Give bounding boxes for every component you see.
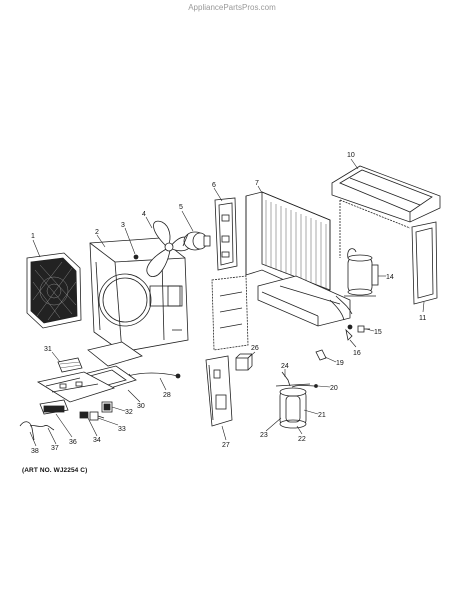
callout-38: 38 bbox=[31, 448, 39, 455]
callout-26: 26 bbox=[251, 345, 259, 352]
callout-4: 4 bbox=[142, 211, 146, 218]
watermark-text: AppliancePartsPros.com bbox=[188, 3, 276, 12]
callout-33: 33 bbox=[118, 426, 126, 433]
callout-10: 10 bbox=[347, 152, 355, 159]
callout-28: 28 bbox=[163, 392, 171, 399]
callout-6: 6 bbox=[212, 182, 216, 189]
part-valve[interactable] bbox=[345, 324, 353, 341]
part-front-grille[interactable] bbox=[26, 252, 82, 329]
callout-24: 24 bbox=[281, 363, 289, 370]
callout-36: 36 bbox=[69, 439, 77, 446]
callout-2: 2 bbox=[95, 229, 99, 236]
part-board-cover[interactable] bbox=[57, 357, 83, 373]
part-fan-nut[interactable] bbox=[133, 254, 139, 260]
part-clip[interactable] bbox=[315, 349, 327, 361]
callout-7: 7 bbox=[255, 180, 259, 187]
part-service-valve[interactable] bbox=[357, 325, 370, 333]
callout-34: 34 bbox=[93, 437, 101, 444]
callout-labels: 1 2 3 4 5 6 7 10 11 14 15 16 19 20 21 22… bbox=[31, 152, 426, 455]
part-motor-bracket[interactable] bbox=[214, 197, 238, 271]
part-fuse[interactable] bbox=[79, 411, 89, 419]
art-number: (ART NO. WJ2254 C) bbox=[22, 467, 88, 474]
part-wire-harness[interactable] bbox=[125, 372, 181, 379]
part-piping bbox=[329, 295, 353, 321]
part-terminal-block[interactable] bbox=[39, 399, 69, 415]
part-top-cover[interactable] bbox=[331, 165, 441, 223]
part-reactor-assembly[interactable] bbox=[275, 371, 311, 429]
callout-15: 15 bbox=[374, 329, 382, 336]
callout-16: 16 bbox=[353, 350, 361, 357]
callout-31: 31 bbox=[44, 346, 52, 353]
part-reactor-block[interactable] bbox=[235, 353, 253, 371]
callout-21: 21 bbox=[318, 412, 326, 419]
callout-14: 14 bbox=[386, 274, 394, 281]
part-cable[interactable] bbox=[19, 421, 35, 441]
part-sensor[interactable] bbox=[291, 384, 318, 388]
callout-30: 30 bbox=[137, 403, 145, 410]
part-control-panel[interactable] bbox=[205, 355, 233, 427]
part-fan-motor[interactable] bbox=[182, 231, 211, 251]
callout-11: 11 bbox=[419, 315, 426, 322]
callout-22: 22 bbox=[298, 436, 306, 443]
callout-5: 5 bbox=[179, 204, 183, 211]
part-relay[interactable] bbox=[101, 401, 113, 413]
callout-19: 19 bbox=[336, 360, 344, 367]
part-pcb-tray bbox=[36, 371, 116, 403]
part-side-panel[interactable] bbox=[411, 221, 438, 305]
callout-32: 32 bbox=[125, 409, 133, 416]
callout-1: 1 bbox=[31, 233, 35, 240]
part-capacitor[interactable] bbox=[89, 411, 105, 421]
callout-27: 27 bbox=[222, 442, 230, 449]
callout-37: 37 bbox=[51, 445, 59, 452]
part-base-pan bbox=[257, 275, 351, 327]
callout-20: 20 bbox=[330, 385, 338, 392]
callout-23: 23 bbox=[260, 432, 268, 439]
part-compressor[interactable] bbox=[344, 248, 379, 297]
part-wire[interactable] bbox=[29, 425, 55, 431]
part-rear-rail bbox=[339, 199, 411, 258]
callout-3: 3 bbox=[121, 222, 125, 229]
part-cabinet-front[interactable] bbox=[89, 237, 189, 353]
part-electrical-bracket bbox=[211, 275, 249, 351]
part-fan-blade[interactable] bbox=[146, 220, 191, 277]
